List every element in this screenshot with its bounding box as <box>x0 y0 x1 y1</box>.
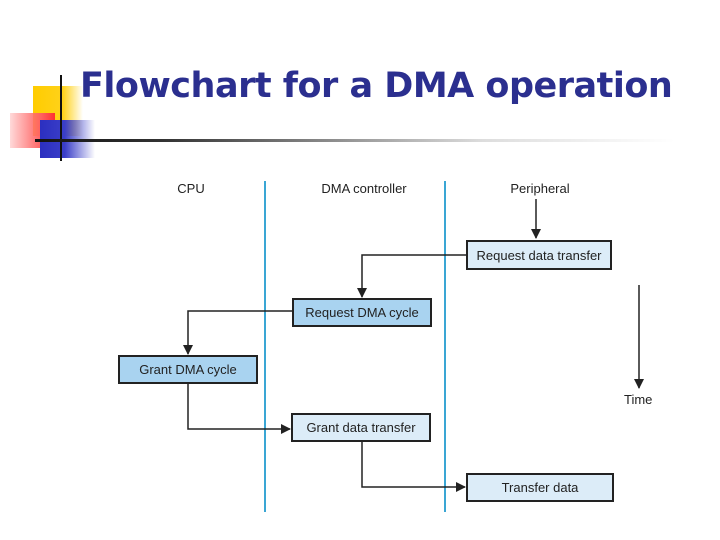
time-axis-label: Time <box>624 392 653 407</box>
step-grant-dma-cycle: Grant DMA cycle <box>118 355 258 384</box>
step-request-dma-cycle: Request DMA cycle <box>292 298 432 327</box>
slide-title: Flowchart for a DMA operation <box>80 66 673 106</box>
edge-request-data-transfer-to-request-dma-cycle <box>357 254 467 298</box>
step-grant-data-transfer: Grant data transfer <box>291 413 431 442</box>
step-request-data-transfer: Request data transfer <box>466 240 612 270</box>
lane-divider-cpu-dma <box>264 181 266 512</box>
lane-label-dma-controller: DMA controller <box>321 181 407 196</box>
edge-request-dma-cycle-to-grant-dma-cycle <box>183 310 292 355</box>
lane-divider-dma-peripheral <box>444 181 446 512</box>
edge-grant-dma-cycle-to-grant-data-transfer <box>187 384 291 434</box>
title-underline <box>35 139 675 142</box>
lane-label-peripheral: Peripheral <box>510 181 570 196</box>
edge-grant-data-transfer-to-transfer-data <box>361 442 466 492</box>
title-decoration-vertical-line <box>60 75 62 161</box>
lane-label-cpu: CPU <box>177 181 205 196</box>
step-transfer-data: Transfer data <box>466 473 614 502</box>
